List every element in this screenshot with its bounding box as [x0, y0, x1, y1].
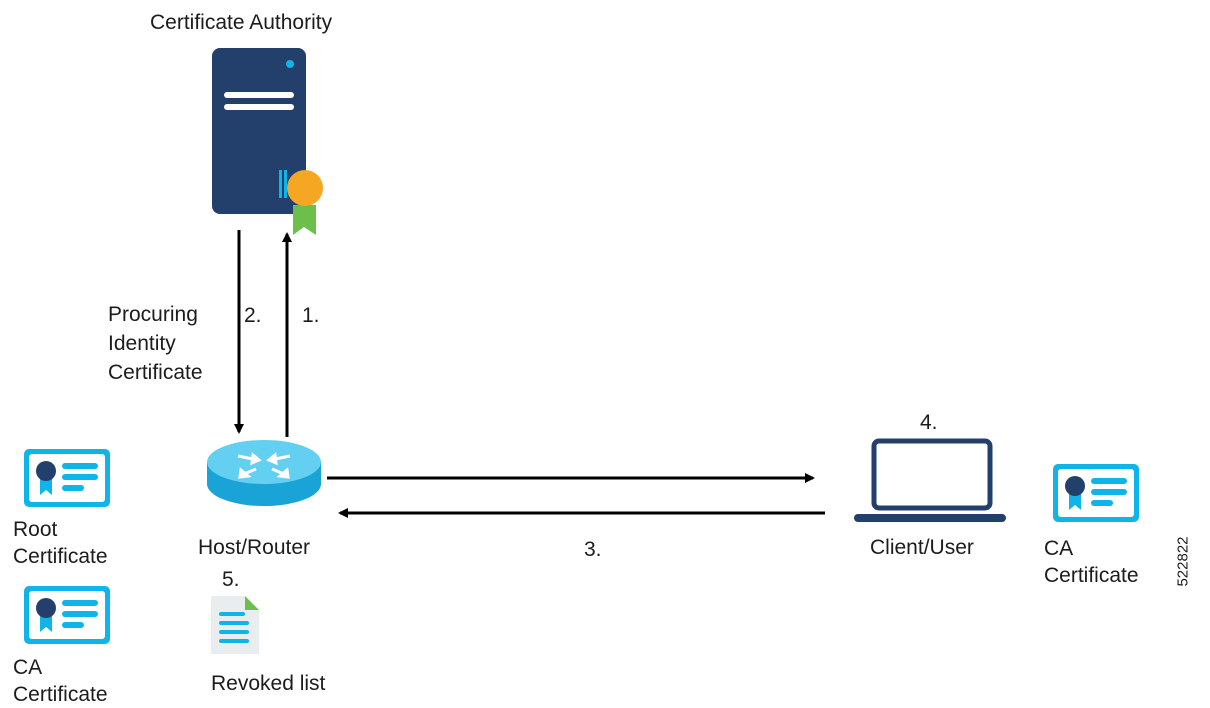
step2-desc-line2: Identity: [108, 332, 176, 355]
server-icon: [212, 48, 306, 214]
revoked-list-label: Revoked list: [211, 672, 326, 695]
ca-label: Certificate Authority: [150, 11, 333, 34]
client-label: Client/User: [870, 536, 974, 559]
step2-desc-line3: Certificate: [108, 361, 203, 384]
ca-cert-right-label-line1: CA: [1044, 537, 1074, 560]
figure-id: 522822: [1174, 536, 1192, 587]
certificate-icon: [24, 586, 110, 644]
step2-desc-line1: Procuring: [108, 303, 198, 326]
award-badge-icon: [287, 170, 323, 235]
step-3-number: 3.: [584, 538, 602, 561]
ca-cert-left-label-line2: Certificate: [13, 683, 108, 706]
router-icon: [207, 440, 321, 506]
step-4-number: 4.: [920, 411, 938, 434]
ca-cert-right-label-line2: Certificate: [1044, 564, 1139, 587]
root-cert-label-line1: Root: [13, 518, 58, 541]
certificate-icon: [1053, 464, 1139, 522]
certificate-icon: [24, 449, 110, 507]
router-label: Host/Router: [198, 536, 311, 559]
document-icon: [211, 596, 259, 654]
step-2-number: 2.: [244, 304, 262, 327]
root-cert-label-line2: Certificate: [13, 545, 108, 568]
step-5-number: 5.: [222, 568, 240, 591]
step-1-number: 1.: [302, 304, 320, 327]
ca-cert-left-label-line1: CA: [13, 656, 43, 679]
laptop-icon: [854, 438, 1006, 522]
